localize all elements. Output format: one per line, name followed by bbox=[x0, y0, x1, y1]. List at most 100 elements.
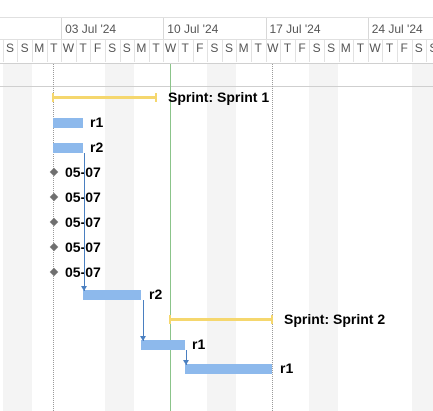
week-tick bbox=[163, 18, 165, 39]
day-label: T bbox=[79, 41, 87, 55]
sprint-bar-start-cap bbox=[52, 93, 54, 102]
milestone-label: 05-07 bbox=[65, 264, 101, 280]
day-label: F bbox=[298, 41, 306, 55]
day-separator bbox=[250, 40, 252, 62]
dependency-link bbox=[143, 300, 144, 341]
day-label: T bbox=[283, 41, 292, 55]
milestone-label: 05-07 bbox=[65, 164, 101, 180]
sprint-bar-start-cap bbox=[169, 315, 171, 324]
today-line bbox=[170, 64, 171, 411]
day-separator bbox=[221, 40, 223, 62]
day-label: S bbox=[5, 41, 14, 55]
day-separator bbox=[236, 40, 238, 62]
day-label: T bbox=[181, 41, 189, 55]
day-label: S bbox=[210, 41, 219, 55]
day-label: M bbox=[34, 41, 45, 55]
day-separator bbox=[31, 40, 33, 62]
day-separator bbox=[2, 40, 4, 62]
task-label: r1 bbox=[192, 336, 206, 352]
task-label: r2 bbox=[149, 286, 163, 302]
day-label: F bbox=[196, 41, 204, 55]
sprint-bar-end-cap bbox=[271, 315, 273, 324]
week-label: 03 Jul '24 bbox=[65, 22, 117, 36]
day-label: F bbox=[93, 41, 102, 55]
day-label: S bbox=[122, 41, 131, 55]
milestone-diamond-icon[interactable] bbox=[49, 217, 59, 227]
sprint-end-line bbox=[272, 64, 273, 411]
day-separator bbox=[207, 40, 209, 62]
header-bottom-border bbox=[0, 63, 433, 64]
weekend-shade bbox=[2, 64, 32, 411]
task-label: r1 bbox=[280, 360, 294, 376]
week-label: 17 Jul '24 bbox=[269, 22, 321, 36]
dependency-arrow-icon bbox=[81, 286, 87, 291]
day-separator bbox=[90, 40, 92, 62]
day-label: T bbox=[356, 41, 365, 55]
weekend-shade bbox=[207, 64, 237, 411]
day-separator bbox=[17, 40, 19, 62]
day-separator bbox=[75, 40, 77, 62]
week-tick bbox=[367, 18, 369, 39]
day-label: S bbox=[426, 41, 433, 55]
milestone-diamond-icon[interactable] bbox=[49, 242, 59, 252]
day-label: S bbox=[108, 41, 117, 55]
day-label: W bbox=[62, 41, 75, 55]
day-label: S bbox=[224, 41, 233, 55]
day-separator bbox=[294, 40, 296, 62]
task-bar[interactable] bbox=[185, 364, 272, 374]
task-label: r2 bbox=[90, 139, 104, 155]
task-bar[interactable] bbox=[83, 290, 141, 300]
day-separator bbox=[192, 40, 194, 62]
day-separator bbox=[265, 40, 267, 62]
day-separator bbox=[104, 40, 106, 62]
dependency-arrow-icon bbox=[183, 360, 189, 365]
day-separator bbox=[46, 40, 48, 62]
day-separator bbox=[396, 40, 398, 62]
task-bar[interactable] bbox=[141, 340, 185, 350]
day-separator bbox=[61, 40, 63, 62]
day-label: W bbox=[267, 41, 279, 55]
day-label: W bbox=[164, 41, 177, 55]
day-separator bbox=[411, 40, 413, 62]
day-label: S bbox=[20, 41, 29, 55]
weekend-shade bbox=[309, 64, 339, 411]
sprint-label: Sprint: Sprint 1 bbox=[168, 89, 270, 105]
day-separator bbox=[177, 40, 179, 62]
chart-top-border bbox=[0, 86, 433, 87]
day-label: F bbox=[400, 41, 408, 55]
day-label: M bbox=[136, 41, 147, 55]
task-bar[interactable] bbox=[53, 143, 83, 153]
milestone-diamond-icon[interactable] bbox=[49, 267, 59, 277]
day-separator bbox=[148, 40, 150, 62]
weekend-shade bbox=[104, 64, 135, 411]
day-separator bbox=[323, 40, 325, 62]
day-separator bbox=[309, 40, 311, 62]
dependency-arrow-icon bbox=[140, 336, 146, 341]
day-label: T bbox=[152, 41, 160, 55]
day-separator bbox=[280, 40, 282, 62]
header-top-border bbox=[0, 17, 433, 18]
day-separator bbox=[134, 40, 136, 62]
day-label: T bbox=[385, 41, 394, 55]
day-label: M bbox=[340, 41, 351, 55]
milestone-label: 05-07 bbox=[65, 189, 101, 205]
day-separator bbox=[353, 40, 355, 62]
task-bar[interactable] bbox=[53, 118, 83, 128]
sprint-bar[interactable] bbox=[169, 315, 273, 324]
milestone-label: 05-07 bbox=[65, 214, 101, 230]
day-label: S bbox=[414, 41, 423, 55]
day-label: T bbox=[254, 41, 262, 55]
day-label: S bbox=[312, 41, 321, 55]
day-separator bbox=[382, 40, 384, 62]
day-separator bbox=[119, 40, 121, 62]
day-label: M bbox=[238, 41, 249, 55]
milestone-diamond-icon[interactable] bbox=[49, 167, 59, 177]
sprint-bar[interactable] bbox=[52, 93, 157, 102]
milestone-diamond-icon[interactable] bbox=[49, 192, 59, 202]
sprint-label: Sprint: Sprint 2 bbox=[284, 311, 386, 327]
sprint-start-line bbox=[53, 64, 54, 411]
day-separator bbox=[426, 40, 428, 62]
sprint-bar-end-cap bbox=[155, 93, 157, 102]
day-label: T bbox=[50, 41, 58, 55]
